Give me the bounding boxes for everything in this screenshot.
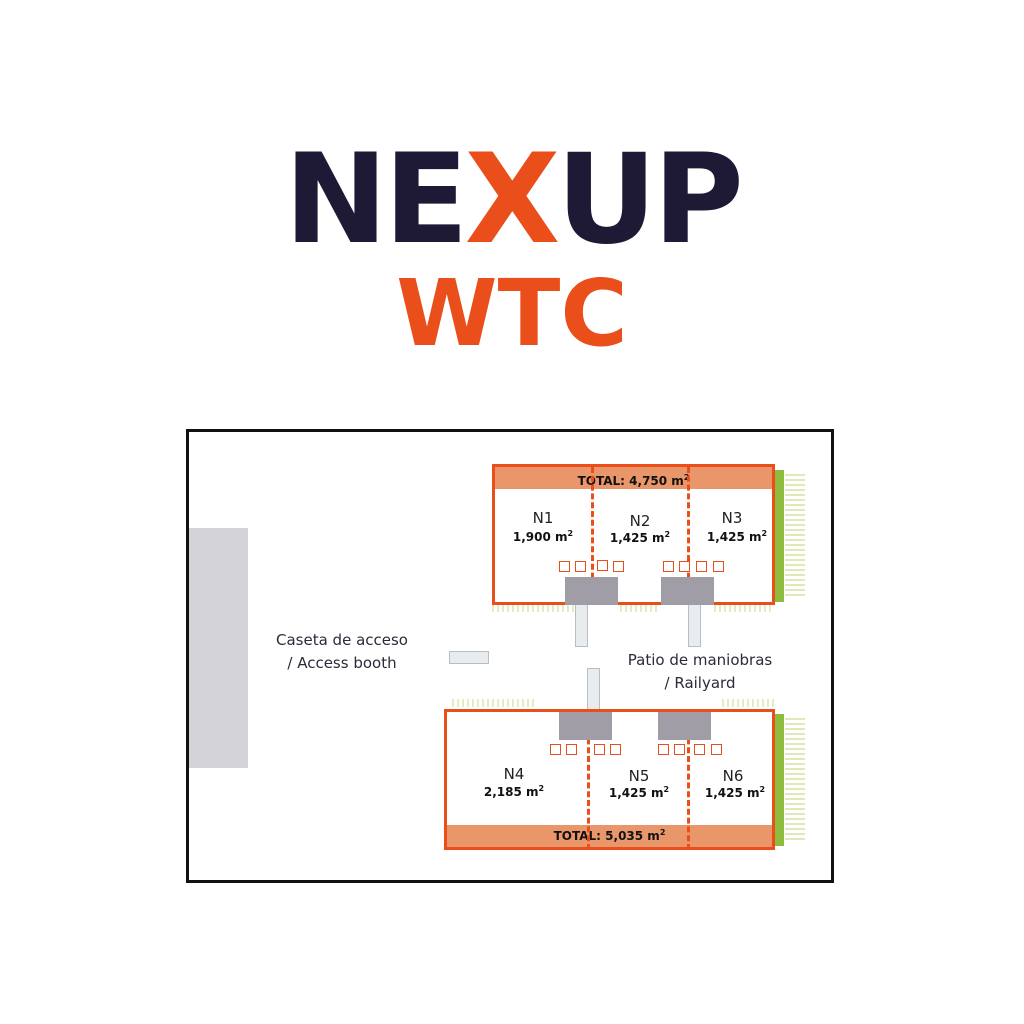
parking-space [613, 561, 624, 572]
logo-up: UP [556, 128, 744, 272]
landscape-strip [785, 718, 805, 842]
truck-icon [575, 603, 588, 647]
landscape-strip [620, 604, 660, 612]
parking-space [713, 561, 724, 572]
green-buffer [775, 714, 784, 846]
parking-space [566, 744, 577, 755]
landscape-strip [785, 474, 805, 598]
green-buffer [775, 470, 784, 602]
access-booth-label: Caseta de acceso / Access booth [262, 629, 422, 675]
site-plan-frame [186, 429, 834, 883]
logo-ne: NE [284, 128, 468, 272]
unit-area-n2: 1,425 m2 [609, 530, 671, 545]
unit-name-n3: N3 [721, 509, 743, 527]
loading-dock [559, 712, 612, 740]
parking-space [663, 561, 674, 572]
parking-space [559, 561, 570, 572]
total-label: TOTAL: 4,750 m2 [577, 473, 690, 488]
unit-area-n4: 2,185 m2 [483, 784, 545, 799]
truck-icon [688, 603, 701, 647]
loading-dock [565, 577, 618, 605]
parking-space [575, 561, 586, 572]
unit-divider [687, 467, 690, 605]
logo-subtitle: WTC [396, 260, 628, 367]
logo-x: X [464, 128, 561, 272]
logo-wordmark: NEXUP [0, 138, 1024, 262]
total-band [495, 467, 772, 489]
railyard-label: Patio de maniobras / Railyard [610, 649, 790, 695]
landscape-strip [452, 699, 534, 707]
parking-space [694, 744, 705, 755]
parking-space [674, 744, 685, 755]
truck-icon [587, 668, 600, 714]
access-booth-line2: / Access booth [287, 654, 397, 672]
unit-name-n2: N2 [629, 512, 651, 530]
unit-area-n5: 1,425 m2 [608, 785, 670, 800]
railyard-line2: / Railyard [664, 674, 736, 692]
unit-name-n5: N5 [628, 767, 650, 785]
loading-dock [658, 712, 711, 740]
parking-space [594, 744, 605, 755]
unit-name-n6: N6 [722, 767, 744, 785]
parking-space [597, 560, 608, 571]
truck-icon [449, 651, 489, 664]
landscape-strip [714, 604, 772, 612]
landscape-strip [722, 699, 774, 707]
loading-dock [661, 577, 714, 605]
unit-area-n6: 1,425 m2 [704, 785, 766, 800]
unit-name-n4: N4 [503, 765, 525, 783]
railyard-line1: Patio de maniobras [627, 651, 773, 669]
unit-divider [587, 712, 590, 850]
unit-divider [687, 712, 690, 850]
access-booth-line1: Caseta de acceso [276, 631, 408, 649]
access-road [189, 528, 248, 768]
landscape-strip [492, 604, 574, 612]
building-top: TOTAL: 4,750 m2 N1 1,900 m2 N2 1,425 m2 … [492, 464, 775, 605]
parking-space [610, 744, 621, 755]
building-bottom: TOTAL: 5,035 m2 N4 2,185 m2 N5 1,425 m2 … [444, 709, 775, 850]
unit-divider [591, 467, 594, 605]
parking-space [711, 744, 722, 755]
total-band [447, 825, 772, 847]
parking-space [679, 561, 690, 572]
parking-space [658, 744, 669, 755]
unit-area-n1: 1,900 m2 [512, 529, 574, 544]
unit-name-n1: N1 [532, 509, 554, 527]
total-label: TOTAL: 5,035 m2 [553, 828, 666, 843]
unit-area-n3: 1,425 m2 [706, 529, 768, 544]
parking-space [550, 744, 561, 755]
parking-space [696, 561, 707, 572]
